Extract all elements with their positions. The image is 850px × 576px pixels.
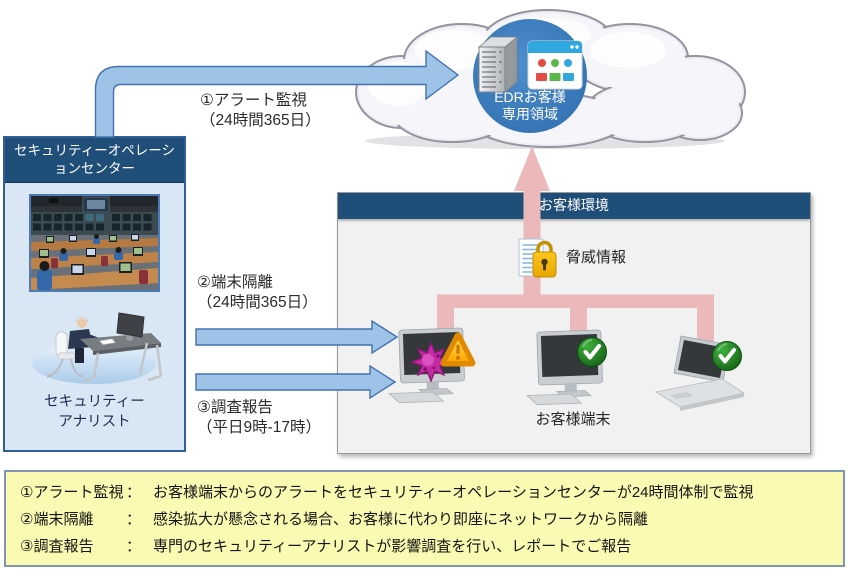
customer-environment-box [337, 192, 811, 454]
flow-label-alert-monitoring: ①アラート監視 （24時間365日） [200, 91, 321, 131]
desk-monitors [39, 234, 143, 275]
cloud-shape [355, 9, 746, 149]
analyst-label-line2: アナリスト [58, 414, 131, 430]
chair [46, 331, 84, 378]
edr-platform-label-line1: EDRお客様 [494, 89, 566, 105]
threat-info-label: 脅威情報 [566, 249, 627, 266]
analyst-label-line1: セキュリティー [44, 394, 145, 410]
monitor-wall [33, 214, 152, 231]
soc-title-line1: セキュリティーオペレーシ [14, 143, 175, 158]
flow3-schedule: （平日9時-17時） [197, 419, 322, 436]
legend-row-alert-monitoring: ①アラート監視 ： お客様端末からのアラートをセキュリティーオペレーションセンタ… [20, 481, 829, 502]
analyst-label: セキュリティー アナリスト [5, 392, 184, 432]
operators [37, 234, 148, 290]
legend-label: ①アラート監視 [20, 484, 124, 501]
analyst-illustration [32, 312, 163, 384]
flow3-title: ③調査報告 [197, 399, 273, 416]
customer-environment-header [338, 193, 810, 219]
edr-platform-label-line2: 専用領域 [502, 106, 558, 122]
flow2-title: ②端末隔離 [197, 274, 273, 291]
customer-environment-title: お客様環境 [539, 197, 609, 213]
legend-colon: ： [126, 511, 142, 528]
flow-label-report: ③調査報告 （平日9時-17時） [197, 398, 321, 438]
operations-room-photo [29, 194, 160, 292]
legend-label: ③調査報告 [20, 538, 94, 555]
flow1-schedule: （24時間365日） [200, 112, 321, 129]
flow-label-isolation: ②端末隔離 （24時間365日） [197, 273, 318, 313]
desk [80, 333, 163, 383]
edr-platform-label: EDRお客様 専用領域 [468, 89, 592, 123]
soc-title-line2: ョンセンター [54, 161, 135, 176]
legend-label: ②端末隔離 [20, 511, 94, 528]
desk-monitor [116, 312, 145, 341]
soc-box-title: セキュリティーオペレーシ ョンセンター [5, 138, 184, 183]
legend-desc: お客様端末からのアラートをセキュリティーオペレーションセンターが24時間体制で監… [153, 484, 754, 501]
customer-devices-label: お客様端末 [535, 411, 611, 428]
legend-desc: 感染拡大が懸念される場合、お客様に代わり即座にネットワークから隔離 [153, 511, 649, 528]
flow2-schedule: （24時間365日） [197, 294, 318, 311]
dashboard-icon [527, 40, 583, 90]
legend-row-report: ③調査報告 ： 専門のセキュリティーアナリストが影響調査を行い、レポートでご報告 [20, 535, 829, 556]
flow1-title: ①アラート監視 [200, 92, 307, 109]
legend-colon: ： [126, 538, 142, 555]
legend-row-isolation: ②端末隔離 ： 感染拡大が懸念される場合、お客様に代わり即座にネットワークから隔… [20, 508, 829, 529]
legend-colon: ： [126, 484, 142, 501]
legend-desc: 専門のセキュリティーアナリストが影響調査を行い、レポートでご報告 [153, 538, 632, 555]
soc-box: セキュリティーオペレーシ ョンセンター [3, 136, 186, 452]
legend-box: ①アラート監視 ： お客様端末からのアラートをセキュリティーオペレーションセンタ… [4, 470, 845, 567]
server-icon [477, 36, 519, 93]
